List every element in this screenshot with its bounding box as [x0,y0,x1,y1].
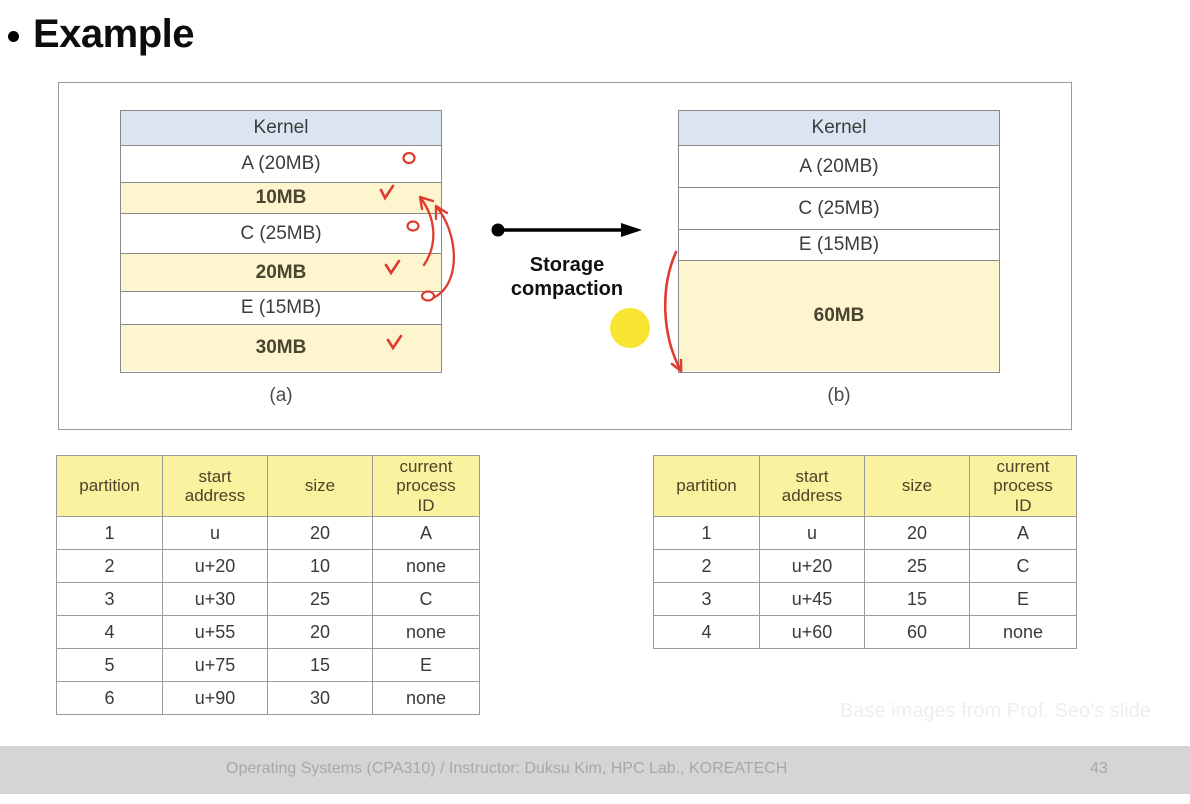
footer-course-text: Operating Systems (CPA310) / Instructor:… [226,760,788,777]
memory-block-kernel-b: Kernel [679,111,999,146]
memory-block-hole-20: 20MB [121,254,441,292]
cell-partition: 4 [56,615,163,649]
table-row: 4 u+55 20 none [56,615,480,649]
cell-size: 20 [267,615,373,649]
cell-process-id: C [372,582,480,616]
partition-table-b: partition start address size current pro… [653,455,1077,649]
memory-block-kernel: Kernel [121,111,441,146]
cell-start-address: u+45 [759,582,865,616]
cell-size: 15 [864,582,970,616]
cell-process-id: E [969,582,1077,616]
cell-process-id: none [372,549,480,583]
cell-size: 20 [267,516,373,550]
footer-bar [0,746,1190,794]
cell-partition: 4 [653,615,760,649]
cell-size: 25 [864,549,970,583]
memory-block-e-b: E (15MB) [679,230,999,261]
table-row: 6 u+90 30 none [56,681,480,715]
cell-partition: 1 [653,516,760,550]
cell-start-address: u [759,516,865,550]
table-header-start-address: start address [759,455,865,517]
memory-block-hole-10: 10MB [121,183,441,214]
table-header-current-process-id: current process ID [969,455,1077,517]
page-title: Example [8,12,195,56]
table-row: 4 u+60 60 none [653,615,1077,649]
table-header-row: partition start address size current pro… [56,455,480,517]
cell-size: 25 [267,582,373,616]
memory-block-a-b: A (20MB) [679,146,999,188]
cell-start-address: u+90 [162,681,268,715]
cell-partition: 2 [653,549,760,583]
cell-size: 20 [864,516,970,550]
diagram-b-caption: (b) [827,385,851,406]
table-header-row: partition start address size current pro… [653,455,1077,517]
cell-start-address: u+75 [162,648,268,682]
highlight-dot-annotation [610,308,650,348]
cell-partition: 3 [653,582,760,616]
storage-compaction-label-line2: compaction [510,278,624,300]
cell-start-address: u+30 [162,582,268,616]
memory-diagram-a: Kernel A (20MB) 10MB C (25MB) 20MB E (15… [120,110,442,373]
cell-process-id: none [969,615,1077,649]
cell-start-address: u+55 [162,615,268,649]
memory-block-hole-30: 30MB [121,325,441,371]
cell-partition: 3 [56,582,163,616]
cell-process-id: none [372,615,480,649]
cell-size: 15 [267,648,373,682]
table-header-partition: partition [653,455,760,517]
table-row: 1 u 20 A [653,516,1077,550]
cell-process-id: C [969,549,1077,583]
cell-start-address: u+20 [162,549,268,583]
cell-process-id: A [969,516,1077,550]
cell-process-id: A [372,516,480,550]
cell-partition: 6 [56,681,163,715]
memory-block-c: C (25MB) [121,214,441,254]
cell-size: 60 [864,615,970,649]
storage-compaction-label-line1: Storage [529,254,605,276]
table-row: 2 u+20 25 C [653,549,1077,583]
cell-partition: 5 [56,648,163,682]
memory-block-hole-60: 60MB [679,261,999,371]
storage-compaction-annotation: Storage compaction [482,222,652,301]
cell-process-id: none [372,681,480,715]
table-header-start-address: start address [162,455,268,517]
bullet-dot-icon [8,30,19,42]
right-arrow-icon [491,223,642,237]
table-row: 3 u+45 15 E [653,582,1077,616]
cell-size: 30 [267,681,373,715]
storage-compaction-label: Storage compaction [482,253,652,301]
cell-partition: 1 [56,516,163,550]
diagram-a-caption: (a) [269,385,293,406]
table-header-current-process-id: current process ID [372,455,480,517]
memory-block-c-b: C (25MB) [679,188,999,230]
memory-diagram-b: Kernel A (20MB) C (25MB) E (15MB) 60MB [678,110,1000,373]
table-row: 3 u+30 25 C [56,582,480,616]
cell-partition: 2 [56,549,163,583]
cell-process-id: E [372,648,480,682]
table-row: 1 u 20 A [56,516,480,550]
page-title-text: Example [33,12,195,56]
cell-size: 10 [267,549,373,583]
memory-block-e: E (15MB) [121,292,441,325]
table-row: 5 u+75 15 E [56,648,480,682]
footer-page-number: 43 [1090,760,1108,777]
table-header-size: size [864,455,970,517]
memory-block-a: A (20MB) [121,146,441,183]
table-header-partition: partition [56,455,163,517]
partition-table-a: partition start address size current pro… [56,455,480,715]
source-watermark: Base images from Prof. Seo’s slide [840,700,1151,722]
cell-start-address: u [162,516,268,550]
cell-start-address: u+20 [759,549,865,583]
table-header-size: size [267,455,373,517]
table-row: 2 u+20 10 none [56,549,480,583]
cell-start-address: u+60 [759,615,865,649]
